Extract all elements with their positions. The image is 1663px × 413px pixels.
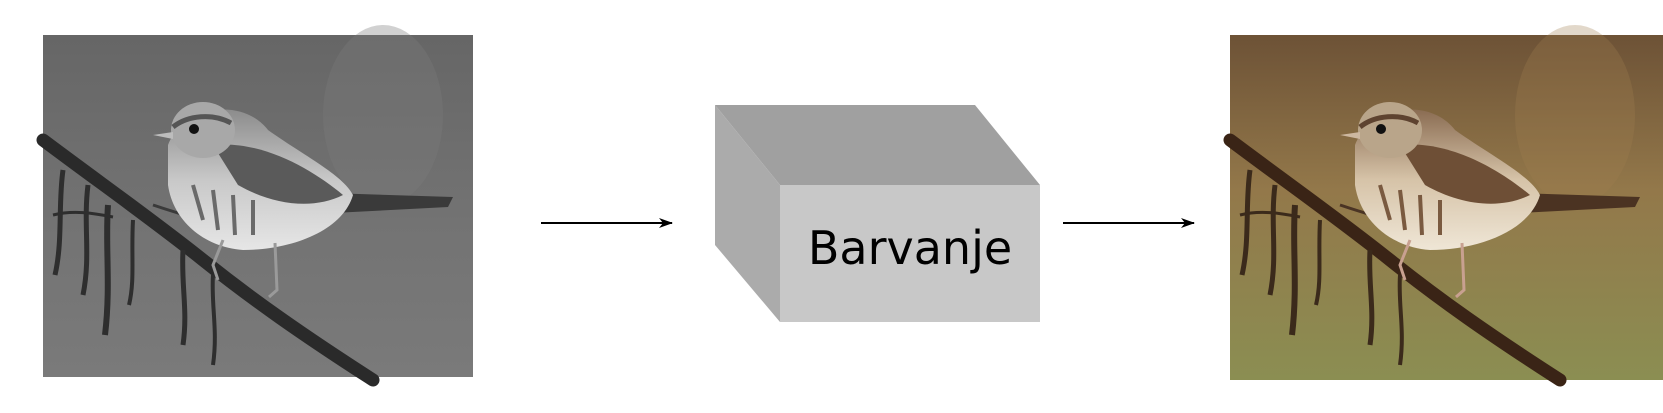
process-box: Barvanje [715,105,1040,322]
process-box-front [780,185,1040,322]
process-box-side [715,105,780,322]
process-box-top [715,105,1040,185]
input-grayscale-image [36,25,473,387]
output-color-image [1223,25,1663,387]
process-label: Barvanje [808,221,1012,275]
colorized-bird [1223,102,1640,387]
grayscale-bird [36,102,453,387]
